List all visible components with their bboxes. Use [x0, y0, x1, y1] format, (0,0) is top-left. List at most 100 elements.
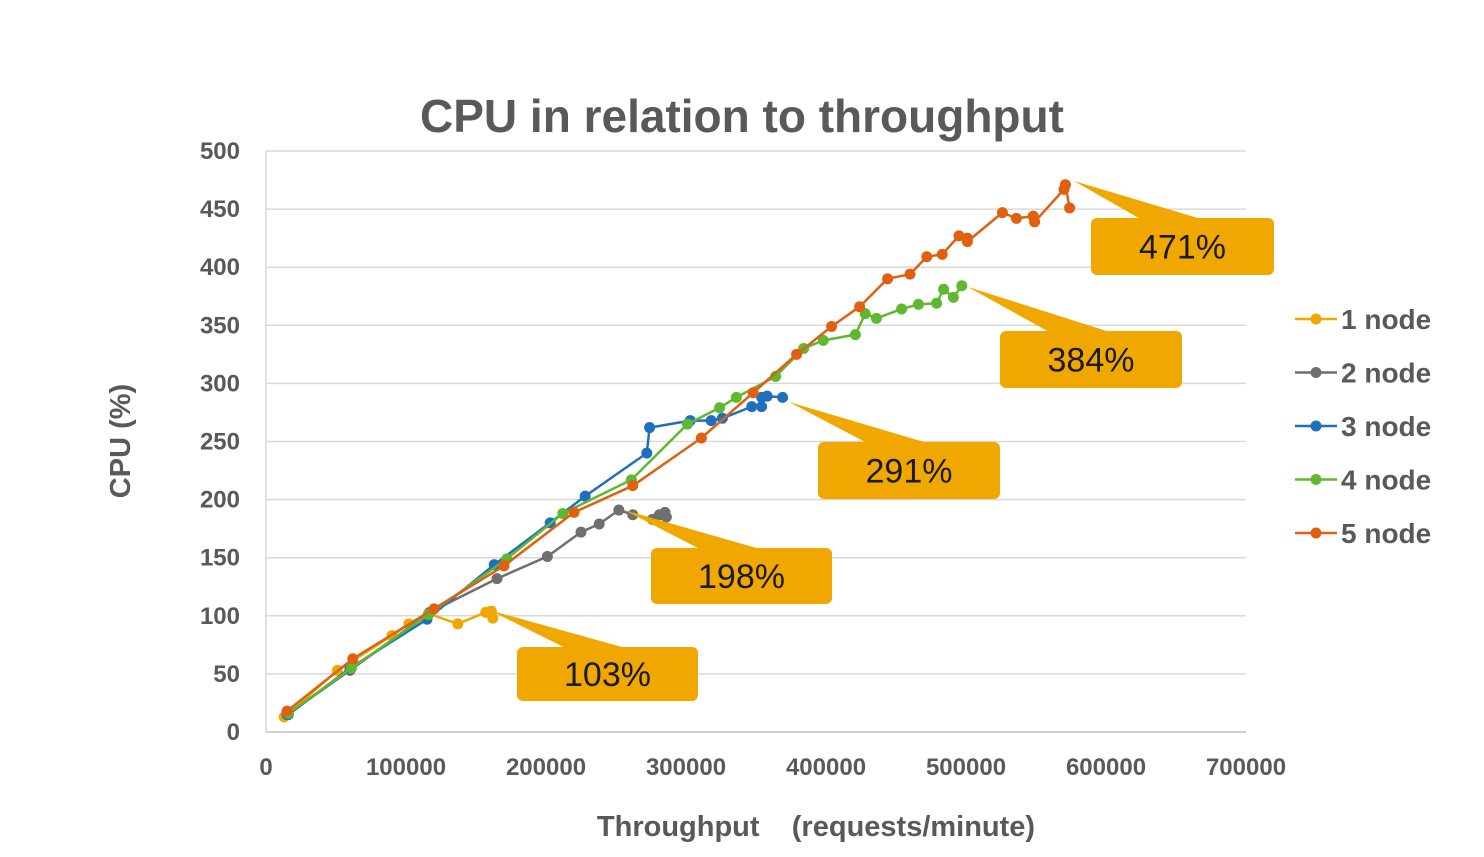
legend-marker — [1310, 420, 1322, 432]
callouts: 103% 198% 291% 384% 471% — [489, 181, 1274, 701]
callout-label: 198% — [698, 558, 785, 596]
y-tick-label: 400 — [200, 254, 240, 281]
legend-label: 3 node — [1341, 411, 1431, 442]
series-5-node — [281, 179, 1076, 717]
legend-label: 1 node — [1341, 304, 1431, 335]
data-point — [695, 432, 707, 444]
x-tick-label: 100000 — [366, 754, 446, 781]
data-point — [826, 320, 838, 332]
legend-item: 1 node — [1295, 304, 1431, 335]
data-point — [281, 705, 293, 717]
legend-marker — [1310, 474, 1322, 485]
callout-box — [818, 442, 1000, 499]
legend-item: 2 node — [1295, 358, 1431, 389]
data-point — [714, 402, 726, 414]
y-tick-label: 200 — [200, 487, 240, 514]
data-point — [730, 391, 742, 403]
data-point — [644, 422, 656, 434]
data-point — [705, 415, 717, 427]
callout-5-node: 471% — [1074, 181, 1274, 275]
y-tick-label: 250 — [200, 429, 240, 456]
data-point — [938, 283, 950, 295]
legend: 1 node 2 node 3 node 4 node 5 node — [1295, 304, 1431, 549]
callout-box — [1000, 331, 1182, 388]
data-point — [936, 248, 948, 260]
callout-4-node: 384% — [968, 287, 1182, 388]
legend-marker — [1310, 313, 1322, 325]
y-tick-label: 150 — [200, 545, 240, 572]
data-point — [1064, 202, 1076, 214]
data-point — [746, 401, 758, 413]
data-point — [896, 303, 908, 315]
data-point — [347, 653, 359, 665]
data-point — [1029, 216, 1041, 228]
legend-item: 5 node — [1295, 518, 1431, 549]
data-point — [854, 301, 866, 313]
legend-label: 5 node — [1341, 518, 1431, 549]
callout-2-node: 198% — [624, 510, 832, 604]
x-tick-label: 0 — [259, 754, 272, 781]
data-point — [777, 391, 789, 403]
data-point — [593, 518, 605, 530]
data-point — [870, 312, 882, 324]
data-point — [627, 480, 639, 492]
data-point — [428, 603, 440, 615]
callout-label: 103% — [564, 656, 651, 694]
y-tick-label: 0 — [227, 719, 240, 746]
data-point — [491, 573, 503, 585]
data-point — [487, 612, 499, 624]
callout-box — [651, 548, 832, 604]
data-point — [452, 618, 464, 630]
callout-3-node: 291% — [789, 402, 1000, 499]
data-point — [747, 387, 759, 399]
callout-pointer — [1074, 181, 1205, 220]
data-point — [613, 504, 625, 516]
data-point — [756, 401, 768, 413]
data-point — [931, 297, 943, 309]
series-layer — [278, 179, 1076, 723]
legend-item: 4 node — [1295, 465, 1431, 496]
data-point — [961, 236, 973, 248]
legend-marker — [1310, 367, 1322, 378]
callout-label: 291% — [866, 453, 953, 491]
x-tick-label: 300000 — [646, 754, 726, 781]
y-tick-label: 450 — [200, 196, 240, 223]
data-point — [912, 298, 924, 310]
data-point — [345, 662, 357, 674]
chart-title: CPU in relation to throughput — [420, 90, 1064, 142]
x-tick-label: 200000 — [506, 754, 586, 781]
data-point — [953, 230, 965, 242]
data-point — [791, 348, 803, 360]
callout-box — [1091, 218, 1274, 275]
data-point — [817, 334, 829, 346]
data-point — [904, 268, 916, 280]
data-point — [575, 526, 587, 538]
data-point — [761, 390, 773, 402]
data-point — [849, 329, 861, 341]
legend-label: 4 node — [1341, 465, 1431, 496]
data-point — [1059, 179, 1071, 191]
y-tick-label: 100 — [200, 603, 240, 630]
x-tick-label: 400000 — [786, 754, 866, 781]
data-point — [996, 207, 1008, 219]
callout-label: 384% — [1048, 342, 1135, 380]
data-point — [568, 506, 580, 518]
data-point — [660, 511, 672, 523]
callout-pointer — [489, 610, 630, 649]
callout-pointer — [789, 402, 931, 444]
data-point — [641, 447, 653, 459]
data-point — [541, 551, 553, 563]
callout-pointer — [624, 510, 764, 550]
legend-label: 2 node — [1341, 358, 1431, 389]
x-axis-label: Throughput (requests/minute) — [597, 811, 1035, 843]
data-point — [956, 280, 968, 292]
legend-item: 3 node — [1295, 411, 1431, 442]
y-tick-label: 500 — [200, 138, 240, 165]
y-tick-label: 300 — [200, 370, 240, 397]
callout-label: 471% — [1139, 229, 1226, 267]
x-tick-label: 500000 — [926, 754, 1006, 781]
legend-marker — [1310, 527, 1322, 539]
